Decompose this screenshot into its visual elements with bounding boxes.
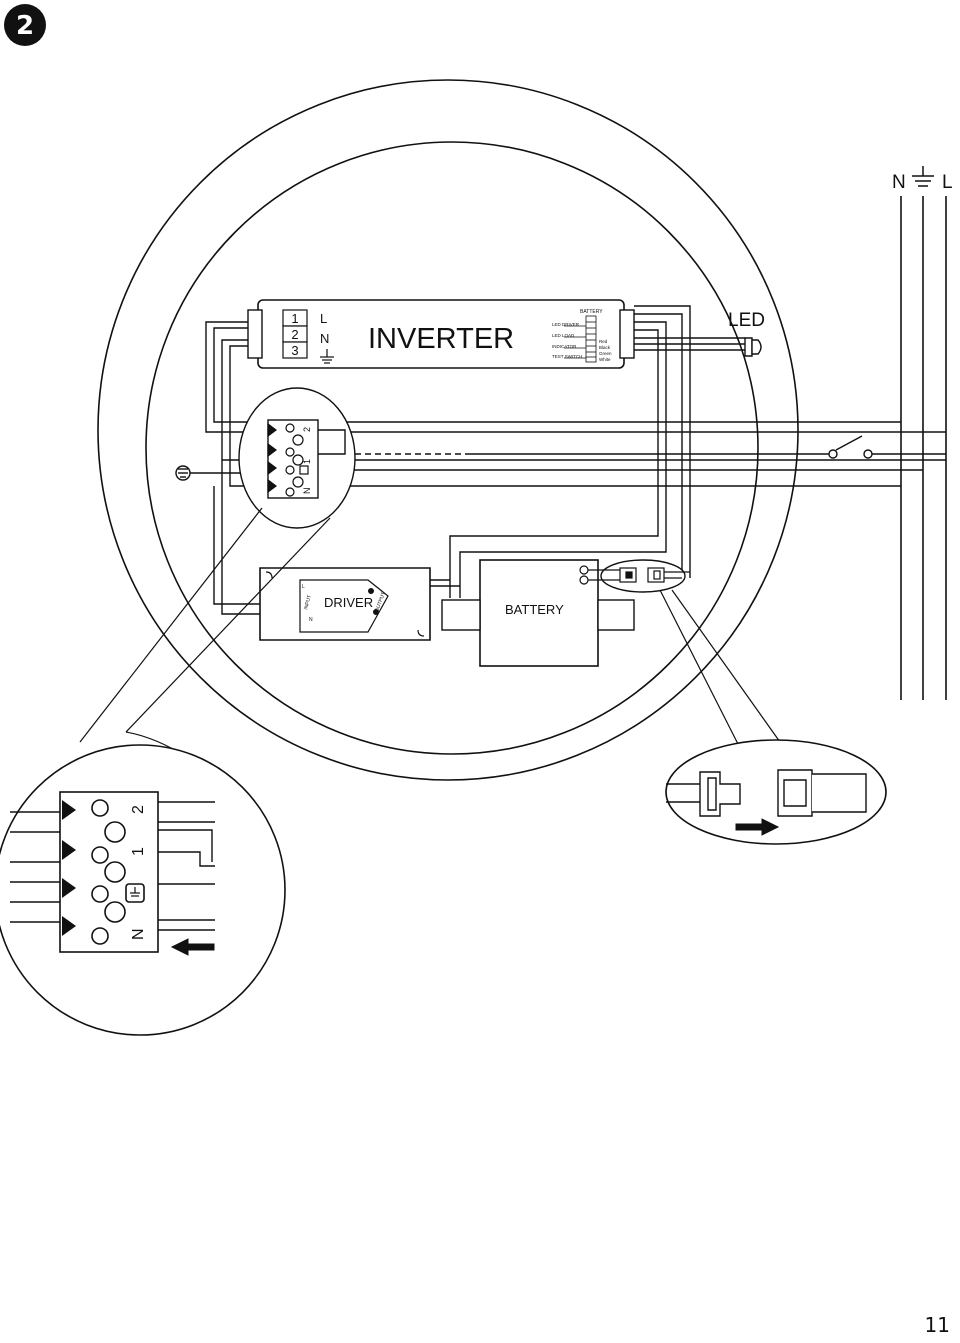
zoom-connector-label-2: 2: [130, 805, 147, 814]
battery-module: BATTERY: [441, 559, 635, 667]
luminaire-housing: [97, 79, 799, 781]
inverter-wire-green: Green: [599, 351, 612, 356]
inverter-label-l: L: [320, 311, 327, 326]
inverter-terminal-1: 1: [291, 311, 298, 326]
inverter-terminal-3: 3: [291, 343, 298, 358]
test-switch: [355, 435, 946, 459]
inverter-output-wires: [449, 305, 745, 598]
inverter-side-test-switch: TEST SWITCH: [552, 354, 582, 359]
zoom-leaders: [79, 507, 781, 791]
led-connector: LED: [728, 310, 765, 357]
inverter-module: 1 2 3 L N INVERTER BATTERY LED DRI: [247, 299, 635, 369]
led-label: LED: [728, 310, 765, 331]
battery-connector: [579, 559, 690, 593]
step-badge: 2: [4, 4, 46, 46]
zoom-battery-plug: [665, 739, 887, 845]
driver-input-label: INPUT: [303, 594, 313, 610]
driver-l-label: L: [302, 584, 305, 590]
driver-output-plus: [368, 588, 374, 594]
mains-l-label: L: [942, 172, 953, 193]
driver-n-label: N: [309, 617, 313, 623]
connector-label-1: 1: [302, 459, 312, 464]
inverter-earth-icon: [320, 349, 334, 364]
step-number: 2: [16, 11, 34, 41]
zoom-plug-arrow-icon: [735, 818, 780, 836]
zoom-connector-label-n: N: [130, 928, 147, 940]
inverter-side-led-driver: LED DRIVER: [552, 322, 580, 327]
inverter-wire-white: White: [599, 357, 611, 362]
inverter-label-n: N: [320, 331, 329, 346]
mains-supply: N L: [892, 166, 953, 700]
zoom-connector-label-1: 1: [130, 847, 147, 856]
battery-title: BATTERY: [505, 602, 564, 617]
driver-wires: [213, 460, 460, 615]
earth-icon: [912, 166, 934, 187]
inverter-output-terminals: [564, 315, 597, 363]
inverter-side-indicator: INDICATOR: [552, 344, 577, 349]
mains-n-label: N: [892, 172, 906, 193]
inverter-wire-red: Red: [599, 339, 608, 344]
zoom-insert-arrow-icon: [170, 938, 215, 956]
inverter-terminal-block: [282, 309, 308, 359]
inverter-battery-header: BATTERY: [580, 309, 603, 315]
connector-label-n: N: [302, 488, 312, 495]
page-number: 11: [924, 1313, 950, 1337]
connector-label-2: 2: [302, 427, 312, 432]
zoom-terminal-connector: 2 1 N: [0, 744, 286, 1036]
driver-module: DRIVER INPUT L N OUTPUT: [259, 567, 431, 641]
inverter-side-led-load: LED LOAD: [552, 333, 575, 338]
inverter-terminal-2: 2: [291, 327, 298, 342]
mains-wires: [318, 421, 946, 487]
zoom-earth-icon: [130, 887, 140, 897]
inverter-wire-black: Black: [599, 345, 611, 350]
inverter-title: INVERTER: [368, 323, 514, 355]
driver-output-minus: [373, 609, 379, 615]
terminal-connector: 2 1 N: [238, 387, 356, 529]
driver-title: DRIVER: [324, 595, 373, 610]
